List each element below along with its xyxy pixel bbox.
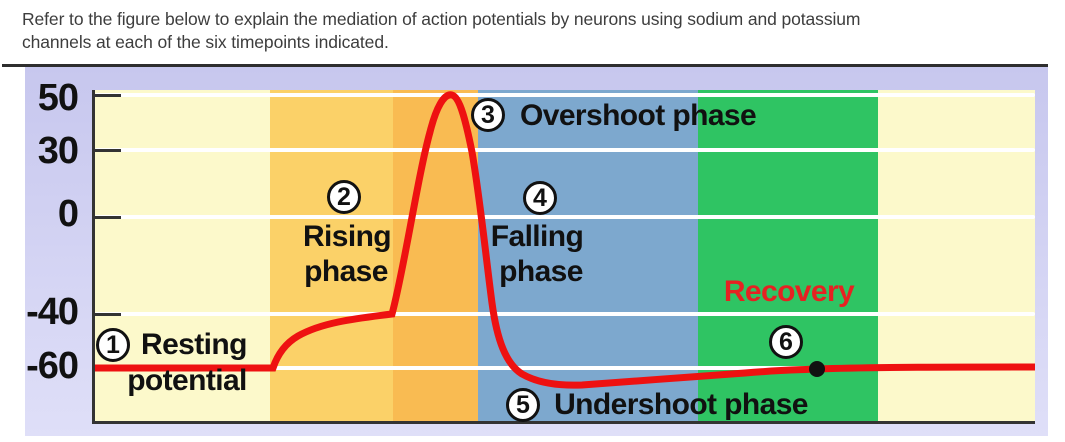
axis-tick-30mv [95,149,121,152]
plot-inner: Resting potential Rising phase Overshoot… [95,90,1036,422]
y-axis-tick-label-50: 50 [37,77,79,119]
divider-line [2,64,1048,67]
question-text: Refer to the figure below to explain the… [22,8,1052,54]
action-potential-trace [95,91,1036,389]
timepoint-3-marker: 3 [471,98,505,132]
timepoint-5-marker: 5 [506,388,540,422]
label-falling: Falling [490,220,584,253]
band-rising-phase [270,90,393,421]
gridline-0mv [95,215,1035,219]
timepoint-6-marker: 6 [769,325,803,359]
label-undershoot-phase: Undershoot phase [554,388,808,421]
label-rising: Rising [302,220,392,253]
action-potential-figure: 50 30 0 -40 -60 [25,67,1048,436]
axis-tick-50mv [95,94,121,97]
question-line-1: Refer to the figure below to explain the… [22,9,861,29]
membrane-potential-curve [95,91,1036,389]
gridline--40mv [95,312,1035,316]
plot-area: Resting potential Rising phase Overshoot… [92,90,1036,424]
gridline--60mv [95,366,1035,370]
y-axis-tick-label--60: -60 [26,345,79,387]
gridline-30mv [95,148,1035,152]
timepoint-2-marker: 2 [327,180,361,214]
timepoint-4-marker: 4 [523,181,557,215]
question-line-2: channels at each of the six timepoints i… [22,32,389,52]
label-resting: Resting [141,328,247,361]
timepoint-1-marker: 1 [96,328,130,362]
label-recovery: Recovery [723,275,855,308]
label-rising-phase: phase [304,255,388,288]
y-axis-tick-label-30: 30 [37,130,79,172]
label-overshoot-phase: Overshoot phase [520,99,757,132]
label-potential: potential [127,364,247,397]
timepoint-6-dot [809,361,825,377]
axis-tick--40mv [95,313,121,316]
y-axis-tick-label--40: -40 [26,291,79,333]
label-falling-phase: phase [499,255,583,288]
y-axis-tick-label-0: 0 [57,193,79,235]
axis-tick-0mv [95,216,121,219]
gridline-50mv [95,93,1035,97]
